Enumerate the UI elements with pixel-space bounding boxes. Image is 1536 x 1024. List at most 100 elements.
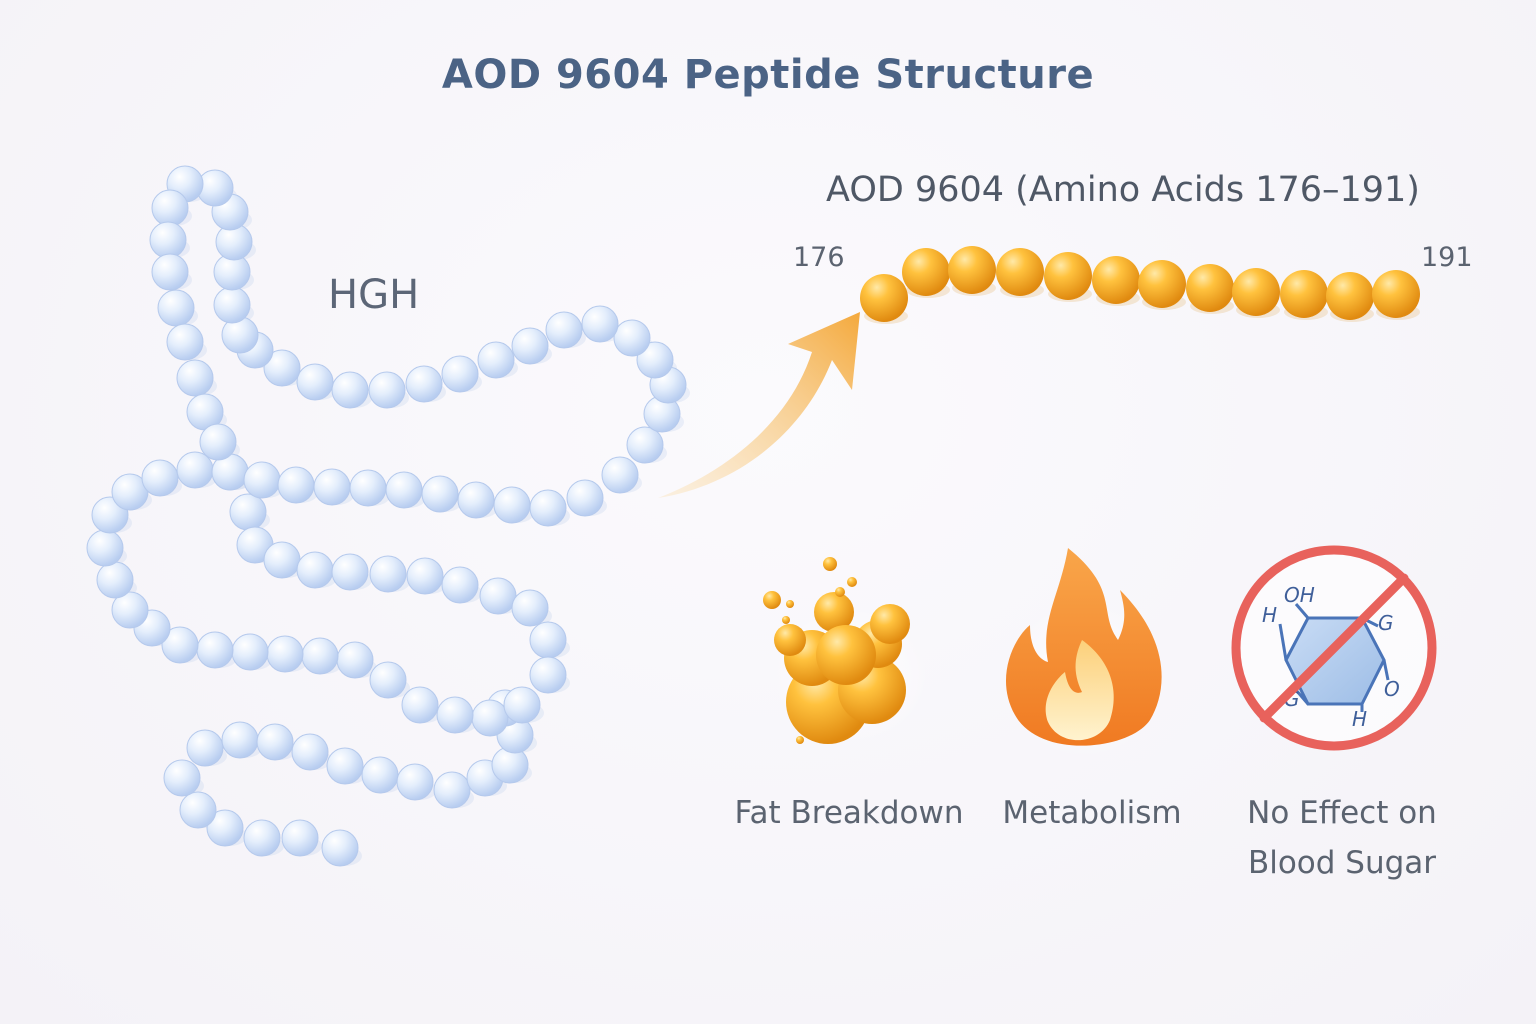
hgh-bead (511, 327, 549, 365)
blood-sugar-caption: No Effect on Blood Sugar (1247, 795, 1437, 881)
hgh-bead (86, 529, 124, 567)
hgh-bead (368, 371, 406, 409)
hgh-bead (406, 557, 444, 595)
hgh-label: HGH (328, 272, 420, 318)
hgh-bead (229, 493, 267, 531)
hgh-bead (296, 551, 334, 589)
hgh-bead (296, 363, 334, 401)
hgh-bead (243, 819, 281, 857)
hgh-bead (503, 686, 541, 724)
transform-arrow (658, 312, 860, 498)
hgh-bead (511, 589, 549, 627)
aod-bead (1326, 272, 1374, 320)
hgh-bead (313, 468, 351, 506)
hgh-bead (149, 221, 187, 259)
hgh-bead (243, 461, 281, 499)
hgh-bead (176, 359, 214, 397)
hgh-bead (141, 459, 179, 497)
flame-icon (1003, 548, 1167, 760)
glucose-atom-label: OH (1284, 583, 1315, 607)
hgh-bead (166, 323, 204, 361)
hgh-bead (405, 365, 443, 403)
aod-bead (948, 246, 996, 294)
hgh-bead (281, 819, 319, 857)
glucose-molecule-icon: OH H G O H G (1262, 583, 1400, 731)
hgh-chain (86, 165, 690, 867)
glucose-atom-label: H (1262, 603, 1277, 627)
hgh-bead (441, 355, 479, 393)
hgh-bead (336, 641, 374, 679)
hgh-bead (186, 729, 224, 767)
aod-bead (996, 248, 1044, 296)
hgh-bead (529, 621, 567, 659)
hgh-bead (199, 423, 237, 461)
hgh-bead (436, 696, 474, 734)
hgh-bead (206, 809, 244, 847)
diagram-title: AOD 9604 Peptide Structure (441, 52, 1095, 98)
hgh-bead (529, 656, 567, 694)
hgh-bead (213, 286, 251, 324)
hgh-bead (321, 829, 359, 867)
hgh-bead (291, 733, 329, 771)
aod-bead (902, 248, 950, 296)
hgh-bead (369, 555, 407, 593)
hgh-bead (111, 591, 149, 629)
metabolism-caption: Metabolism (1002, 795, 1182, 831)
aod-bead (1232, 268, 1280, 316)
hgh-bead (493, 486, 531, 524)
hgh-bead (581, 305, 619, 343)
prohibition-slash (1259, 573, 1409, 723)
hgh-bead (566, 479, 604, 517)
hgh-bead (179, 791, 217, 829)
hgh-bead (545, 311, 583, 349)
aod-bead (1372, 270, 1420, 318)
hgh-bead (326, 747, 364, 785)
hgh-bead (301, 637, 339, 675)
hgh-bead (349, 469, 387, 507)
aod-bead (1186, 264, 1234, 312)
hgh-bead (361, 756, 399, 794)
hgh-bead (626, 426, 664, 464)
no-glucose-icon: OH H G O H G (1231, 545, 1437, 751)
hgh-bead (256, 723, 294, 761)
hgh-bead (196, 631, 234, 669)
hgh-bead (636, 341, 674, 379)
hgh-bead (266, 635, 304, 673)
hgh-bead (151, 189, 189, 227)
hgh-bead (96, 561, 134, 599)
aod-label: AOD 9604 (Amino Acids 176–191) (826, 170, 1420, 210)
hgh-bead (385, 471, 423, 509)
aod-bead (1280, 270, 1328, 318)
fat-breakdown-caption: Fat Breakdown (734, 795, 964, 831)
glucose-atom-label: G (1378, 611, 1394, 635)
hgh-bead (151, 253, 189, 291)
hgh-bead (263, 541, 301, 579)
aod-bead (1092, 256, 1140, 304)
hgh-bead (263, 349, 301, 387)
hgh-bead (441, 566, 479, 604)
residue-end-label: 191 (1421, 242, 1473, 273)
hgh-bead (369, 661, 407, 699)
hgh-bead (433, 771, 471, 809)
hgh-bead (529, 489, 567, 527)
hgh-bead (331, 553, 369, 591)
glucose-atom-label: H (1352, 707, 1367, 731)
hgh-bead (231, 633, 269, 671)
hgh-bead (471, 699, 509, 737)
hgh-bead (396, 763, 434, 801)
hgh-bead (163, 759, 201, 797)
hgh-bead (331, 371, 369, 409)
hgh-bead (477, 341, 515, 379)
hgh-bead (161, 626, 199, 664)
aod-chain (860, 246, 1420, 324)
prohibition-circle (1231, 545, 1437, 751)
hgh-bead (457, 481, 495, 519)
fat-bubbles-icon (763, 557, 930, 745)
aod-bead (1044, 252, 1092, 300)
hgh-bead (157, 289, 195, 327)
aod-bead (1138, 260, 1186, 308)
hgh-bead (601, 456, 639, 494)
residue-start-label: 176 (793, 242, 845, 273)
hgh-bead (613, 319, 651, 357)
